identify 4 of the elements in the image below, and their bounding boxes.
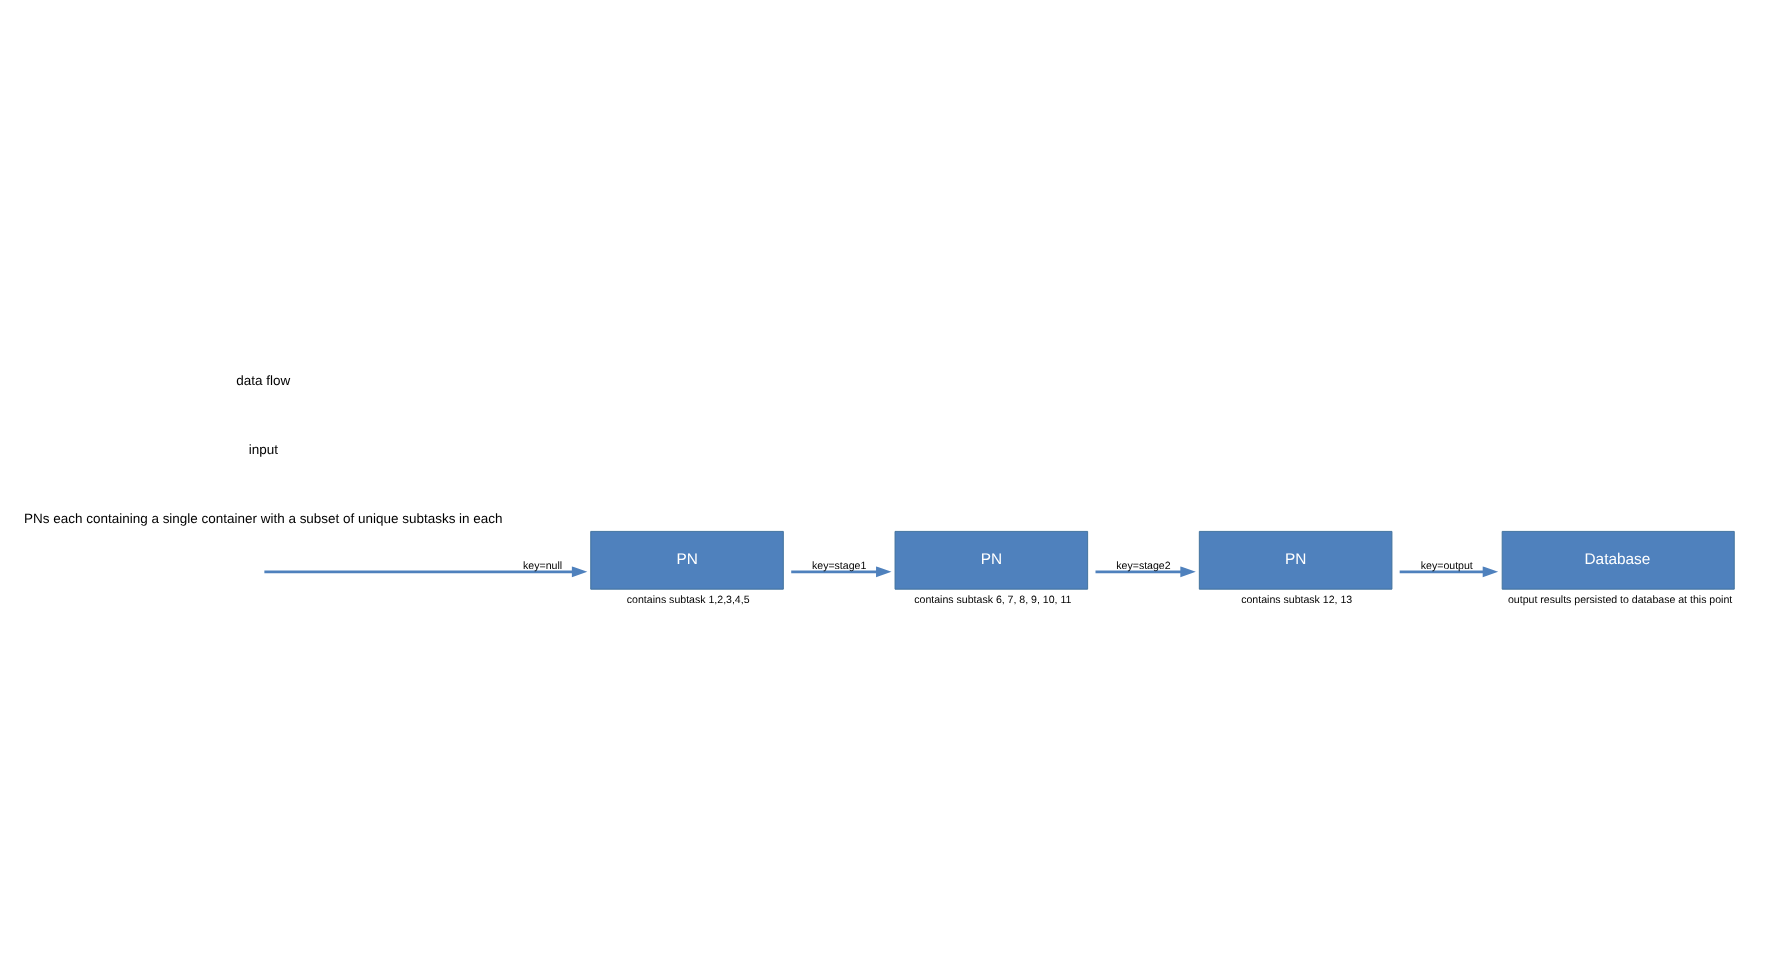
arrow: [1399, 566, 1499, 578]
arrow: [791, 566, 892, 578]
arrow: [1095, 566, 1196, 578]
arrow: [264, 566, 588, 578]
